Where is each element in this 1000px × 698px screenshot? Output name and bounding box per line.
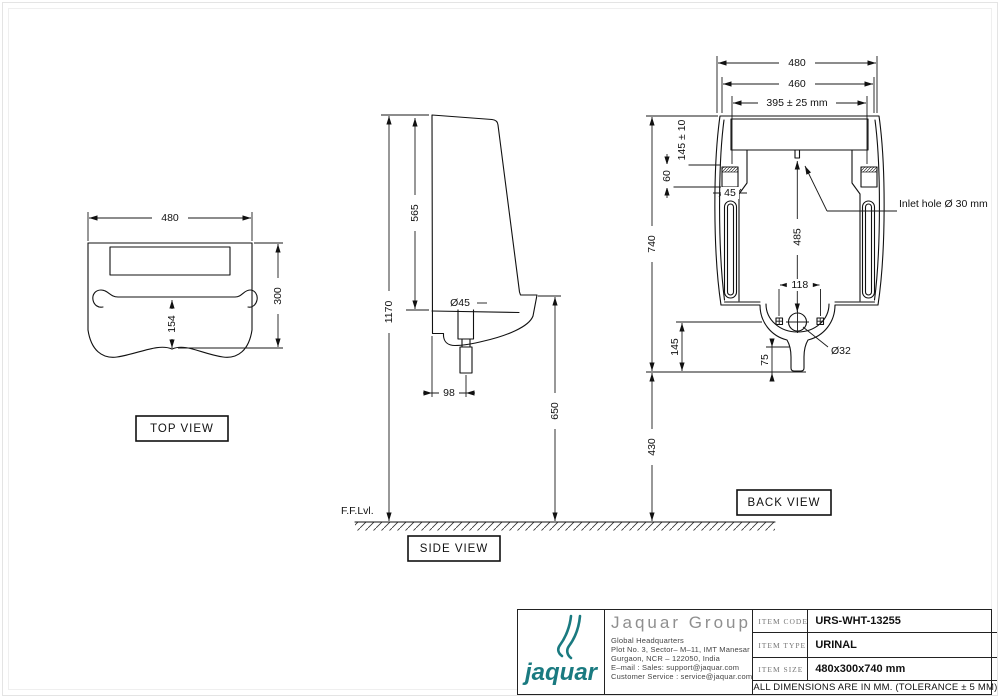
sheet-frame-inner (8, 8, 992, 690)
dim-label: 145 ± 10 (676, 119, 688, 160)
dim-label: 154 (166, 315, 178, 333)
dim-back-fixing-width: 45 (713, 187, 747, 199)
dim-side-drain-offset: 98 (423, 336, 475, 399)
dim-back-height: 740 (645, 115, 806, 373)
ground-line (354, 521, 776, 531)
item-type-label: ITEM TYPE (753, 633, 809, 657)
item-size-value: 480x300x740 mm (815, 663, 906, 675)
dim-label: 565 (409, 204, 421, 222)
dim-label: 60 (661, 170, 673, 182)
dim-back-drain-dia: Ø32 (802, 326, 851, 357)
dim-back-spout-height: 75 (759, 338, 790, 382)
urinal-top-outline (87, 242, 258, 358)
side-view: Ø45 98 565 1170 (341, 114, 776, 562)
address-line: Gurgaon, NCR – 122050, India (611, 654, 720, 663)
dim-label: 485 (791, 228, 803, 246)
dim-label: 300 (272, 287, 284, 305)
dim-label: 480 (788, 57, 806, 69)
item-code-label: ITEM CODE (753, 610, 809, 632)
company-name: Jaquar Group (611, 613, 751, 632)
dim-side-body-height: 565 (381, 114, 429, 311)
dim-back-top-to-fixing: 145 ± 10 (675, 114, 721, 166)
table-row: ITEM SIZE 480x300x740 mm (753, 658, 998, 681)
dim-label: 45 (724, 187, 736, 199)
tolerance-note: ALL DIMENSIONS ARE IN MM. (TOLERANCE ± 5… (753, 682, 998, 693)
brand-wordmark: jaquar (522, 659, 599, 686)
top-view-label: TOP VIEW (150, 423, 214, 435)
dim-side-total-height: 1170 (382, 116, 396, 521)
address-line: Plot No. 3, Sector– M–11, IMT Manesar (611, 645, 750, 654)
dim-label: 480 (161, 212, 179, 224)
company-info-cell: Jaquar Group Global Headquarters Plot No… (605, 610, 754, 694)
item-size-label: ITEM SIZE (753, 658, 809, 680)
dim-label: 118 (791, 279, 808, 291)
table-row: ITEM CODE URS-WHT-13255 (753, 610, 998, 633)
address-line: E–mail : Sales: support@jaquar.com (611, 663, 740, 672)
dim-back-width: 480 (716, 56, 878, 113)
drain-outlet (775, 311, 825, 333)
inlet-hole-callout: Inlet hole Ø 30 mm (804, 165, 988, 212)
inlet-note-label: Inlet hole Ø 30 mm (899, 198, 988, 210)
side-view-label-box: SIDE VIEW (407, 535, 501, 562)
dim-label: 395 ± 25 mm (766, 97, 827, 109)
dim-back-fixing-cc: 395 ± 25 mm (731, 96, 868, 164)
dim-label: Ø45 (450, 297, 470, 309)
back-view: 480 460 395 ± 25 mm 145 ± 10 (645, 56, 988, 521)
dim-label: 740 (646, 235, 658, 253)
dim-label: 430 (646, 438, 658, 456)
address-line: Customer Service : service@jaquar.com (611, 672, 753, 681)
address-line: Global Headquarters (611, 636, 685, 645)
dim-back-fixing-height: 60 (660, 154, 721, 198)
dim-label: 75 (759, 354, 771, 366)
side-view-label: SIDE VIEW (420, 543, 488, 555)
dim-back-drain-height: 145 (669, 321, 762, 371)
dim-side-rim-height: 650 (538, 295, 562, 521)
dim-back-inner-width: 460 (721, 77, 875, 113)
urinal-side-outline (431, 114, 538, 374)
back-view-label: BACK VIEW (748, 497, 821, 509)
table-row: ITEM TYPE URINAL (753, 633, 998, 658)
company-address: Global Headquarters Plot No. 3, Sector– … (611, 636, 752, 681)
jaquar-logo-icon: jaquar (522, 614, 599, 686)
back-view-label-box: BACK VIEW (736, 489, 832, 516)
dim-label: Ø32 (831, 345, 851, 357)
dim-back-bolt-cc: 118 (778, 279, 821, 316)
fixing-holes (721, 166, 878, 188)
item-type-value: URINAL (815, 639, 857, 651)
top-view-label-box: TOP VIEW (135, 415, 229, 442)
dim-label: 460 (788, 78, 806, 90)
title-block: jaquar Jaquar Group Global Headquarters … (517, 609, 998, 695)
top-view: 480 300 154 TOP VIEW (87, 211, 285, 442)
dim-top-bowl-center: 154 (165, 300, 179, 348)
dim-top-depth: 300 (178, 242, 285, 349)
dim-label: 98 (443, 387, 455, 399)
dim-label: 1170 (383, 301, 395, 324)
dim-side-drain-dia: Ø45 (444, 296, 487, 310)
dim-label: 650 (549, 402, 561, 420)
brand-logo-cell: jaquar (518, 610, 605, 694)
dim-top-width: 480 (87, 211, 253, 241)
item-table: ITEM CODE URS-WHT-13255 ITEM TYPE URINAL… (753, 610, 998, 694)
floor-level-label: F.F.Lvl. (341, 505, 374, 517)
item-code-value: URS-WHT-13255 (815, 615, 901, 627)
dim-back-floor-gap: 430 (645, 373, 659, 521)
side-slots (723, 200, 876, 299)
dim-label: 145 (669, 338, 681, 356)
